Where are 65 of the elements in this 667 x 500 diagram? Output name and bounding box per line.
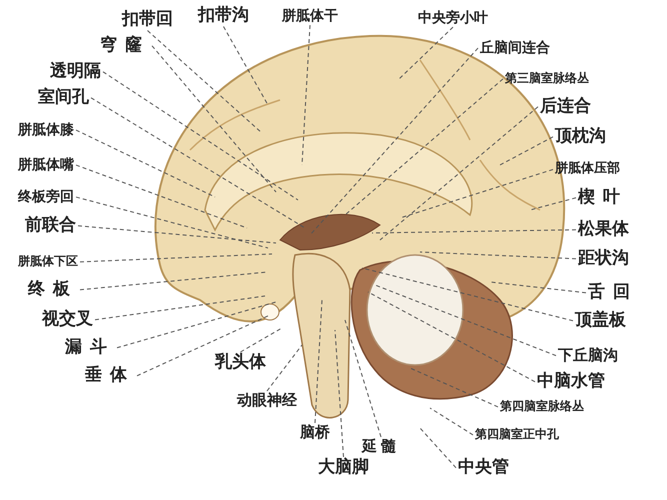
leader-line: [400, 168, 554, 218]
part-label: 楔叶: [578, 188, 628, 208]
part-label: 终板旁回: [18, 189, 74, 206]
part-label: 延髓: [362, 438, 400, 456]
leader-line: [266, 344, 302, 392]
leader-line: [90, 97, 306, 228]
part-label: 前联合: [25, 216, 76, 236]
part-label: 胼胝体嘴: [18, 157, 74, 174]
leader-line: [420, 428, 456, 468]
part-label: 穹窿: [100, 36, 150, 56]
leader-line: [147, 30, 262, 134]
leader-line: [152, 45, 276, 192]
leader-line: [76, 196, 268, 248]
part-label: 扣带沟: [198, 6, 249, 26]
part-label: 顶盖板: [575, 311, 626, 331]
leader-line: [78, 225, 276, 244]
part-label: 乳头体: [215, 353, 266, 373]
part-label: 松果体: [578, 220, 629, 240]
leader-line: [94, 296, 266, 320]
part-label: 漏斗: [65, 338, 115, 358]
part-label: 下丘脑沟: [558, 347, 618, 364]
part-label: 中央管: [458, 458, 509, 478]
leader-line: [240, 328, 282, 352]
part-label: 中脑水管: [537, 372, 605, 392]
part-label: 脑桥: [300, 424, 330, 442]
part-label: 顶枕沟: [555, 127, 606, 147]
leader-line: [410, 368, 498, 408]
part-label: 丘脑间连合: [480, 40, 550, 56]
leader-line: [344, 78, 504, 216]
part-label: 胼胝体膝: [18, 122, 74, 138]
leader-line: [530, 197, 576, 210]
part-label: 中央旁小叶: [418, 10, 488, 26]
leader-line: [76, 130, 216, 198]
leader-line: [490, 282, 586, 294]
leader-line: [310, 48, 478, 236]
leader-line: [344, 320, 382, 438]
leader-line: [430, 408, 474, 436]
part-label: 终板: [28, 280, 78, 300]
leader-line: [76, 164, 248, 228]
part-label: 透明隔: [50, 62, 101, 82]
part-label: 第四脑室正中孔: [475, 428, 559, 442]
part-label: 距状沟: [578, 249, 629, 269]
part-label: 舌回: [588, 283, 638, 303]
leader-line: [334, 330, 344, 458]
part-label: 垂体: [85, 366, 135, 386]
part-label: 扣带回: [122, 10, 173, 30]
part-label: 胼胝体下区: [18, 255, 78, 269]
part-label: 室间孔: [38, 88, 89, 108]
leader-line: [362, 268, 574, 322]
leader-line: [223, 26, 268, 106]
part-label: 第三脑室脉络丛: [505, 72, 589, 86]
leader-line: [368, 292, 536, 382]
part-label: 大脑脚: [318, 458, 369, 478]
part-label: 动眼神经: [237, 392, 297, 410]
leader-line: [102, 71, 298, 200]
part-label: 第四脑室脉络丛: [500, 400, 584, 414]
part-label: 后连合: [540, 97, 591, 117]
leader-line: [136, 314, 270, 376]
leader-line: [420, 252, 576, 260]
leader-line: [398, 26, 454, 80]
part-label: 胼胝体干: [282, 8, 338, 24]
leader-line: [80, 254, 272, 262]
part-label: 视交叉: [42, 310, 93, 330]
leader-line: [374, 284, 556, 356]
leader-line: [116, 302, 276, 348]
